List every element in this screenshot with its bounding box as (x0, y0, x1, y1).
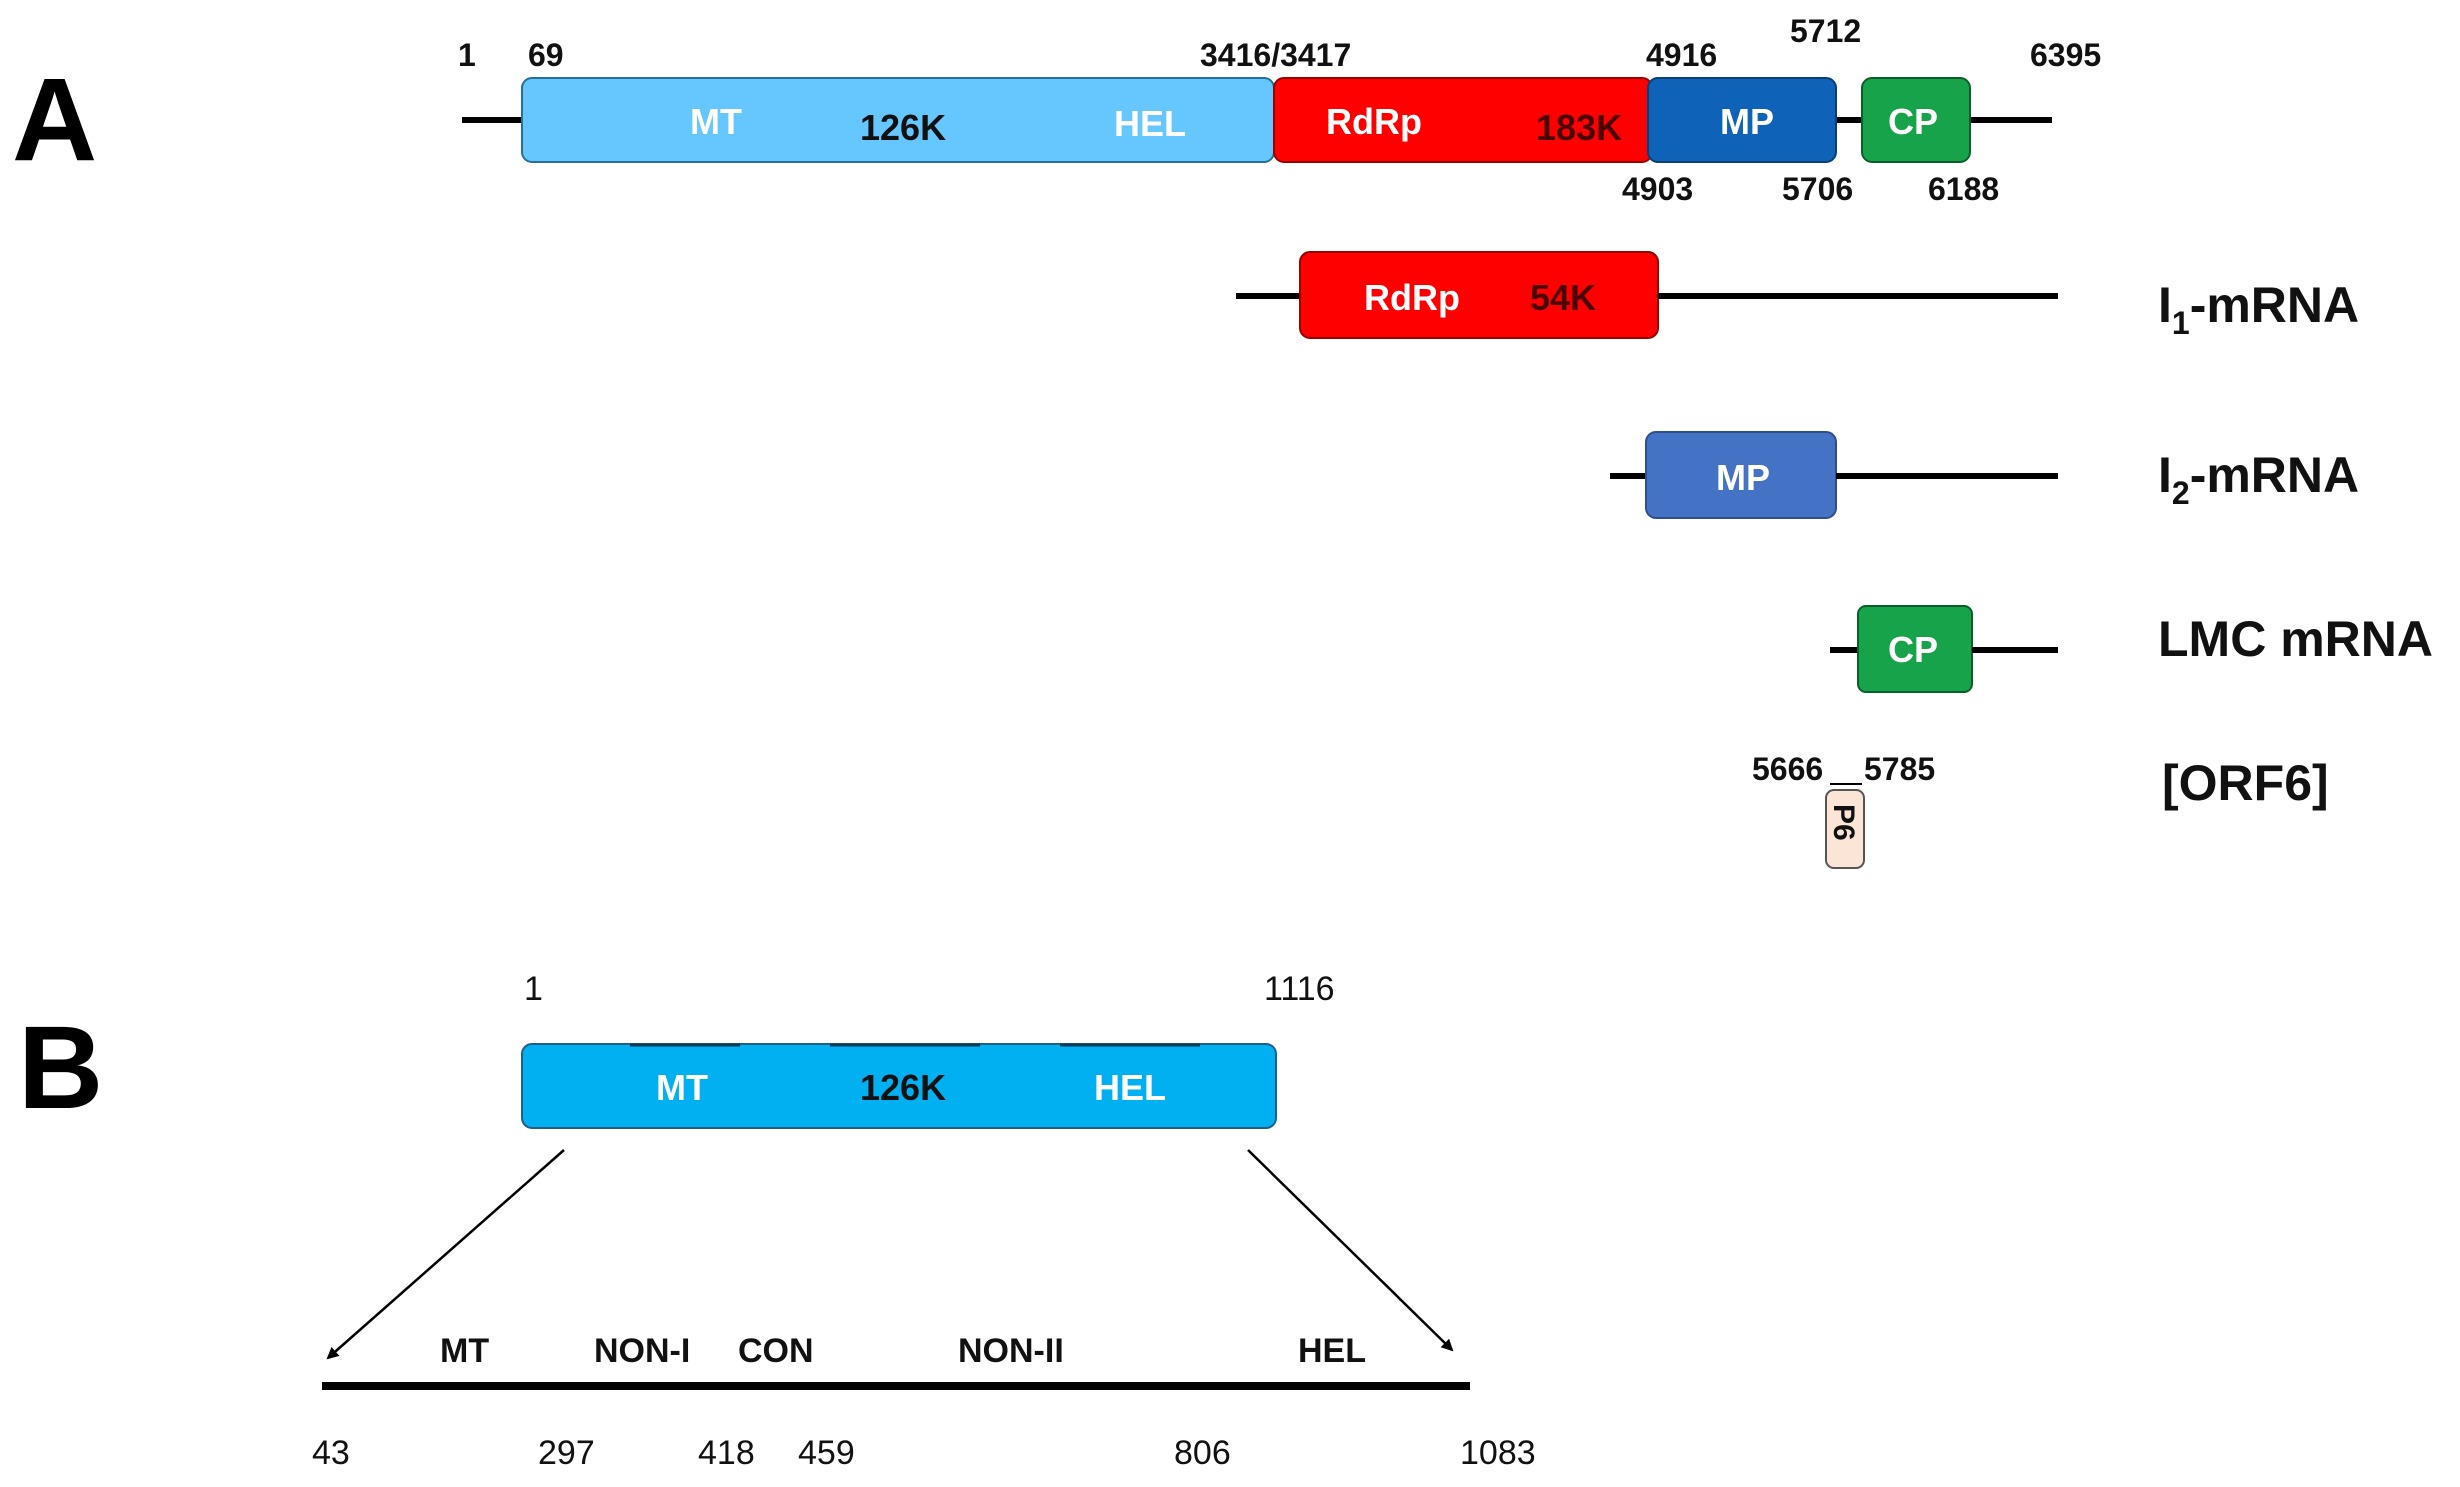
i2-name-main: I (2158, 447, 2172, 503)
position-418: 418 (698, 1434, 755, 1472)
position-459: 459 (798, 1434, 855, 1472)
pos-5712: 5712 (1790, 13, 1861, 49)
arrow-left (326, 1149, 565, 1360)
position-297: 297 (538, 1434, 595, 1472)
arrow-right (1247, 1149, 1454, 1352)
protein-end-1116: 1116 (1264, 970, 1335, 1008)
orf6-pos-5666: 5666 (1752, 751, 1823, 787)
protein-mt-label: MT (656, 1067, 708, 1108)
panel-a-label: A (12, 54, 97, 186)
lmc-mrna-label: LMC mRNA (2158, 611, 2433, 667)
box-p6 (1825, 789, 1865, 869)
protein-start-1: 1 (524, 970, 543, 1008)
pos-4903: 4903 (1622, 171, 1693, 207)
i1-name-sub: 1 (2172, 305, 2190, 341)
protein-126k-label: 126K (860, 1067, 946, 1108)
domain-cp-label: CP (1888, 101, 1938, 142)
pos-6395: 6395 (2030, 37, 2101, 73)
i1-rdrp-label: RdRp (1364, 277, 1460, 318)
i1-54k-label: 54K (1530, 277, 1596, 318)
pos-6188: 6188 (1928, 171, 1999, 207)
domain-mp-label: MP (1720, 101, 1774, 142)
box-cp (1861, 77, 1971, 163)
segment-non2-label: NON-II (958, 1332, 1064, 1370)
pos-5706: 5706 (1782, 171, 1853, 207)
domain-mt-label: MT (690, 101, 742, 142)
i2-mp-label: MP (1716, 457, 1770, 498)
pos-1: 1 (458, 37, 476, 73)
i2-mrna-label: I2-mRNA (2158, 447, 2359, 511)
protein-hel-label: HEL (1094, 1067, 1166, 1108)
i2-name-sub: 2 (2172, 475, 2190, 511)
pos-4916: 4916 (1646, 37, 1717, 73)
pos-69: 69 (528, 37, 564, 73)
box-i1-rdrp (1299, 251, 1659, 339)
panel-b-label: B (18, 1002, 103, 1134)
i1-name-main: I (2158, 277, 2172, 333)
segment-con-label: CON (738, 1332, 814, 1370)
orf6-label: [ORF6] (2162, 755, 2329, 811)
domain-rdrp-label: RdRp (1326, 101, 1422, 142)
pos-3416-3417: 3416/3417 (1200, 37, 1351, 73)
domain-183k-label: 183K (1536, 107, 1622, 148)
i2-name-rest: -mRNA (2190, 447, 2359, 503)
segment-mt-label: MT (440, 1332, 489, 1370)
box-mp (1647, 77, 1837, 163)
position-43: 43 (312, 1434, 350, 1472)
position-1083: 1083 (1460, 1434, 1536, 1472)
domain-126k-label: 126K (860, 107, 946, 148)
orf6-pos-5785: 5785 (1864, 751, 1935, 787)
domain-hel-label: HEL (1114, 103, 1186, 144)
i1-name-rest: -mRNA (2190, 277, 2359, 333)
p6-label: P6 (1827, 804, 1860, 841)
segment-hel-label: HEL (1298, 1332, 1366, 1370)
position-806: 806 (1174, 1434, 1231, 1472)
lmc-cp-label: CP (1888, 629, 1938, 670)
segment-non1-label: NON-I (594, 1332, 690, 1370)
i1-mrna-label: I1-mRNA (2158, 277, 2359, 341)
